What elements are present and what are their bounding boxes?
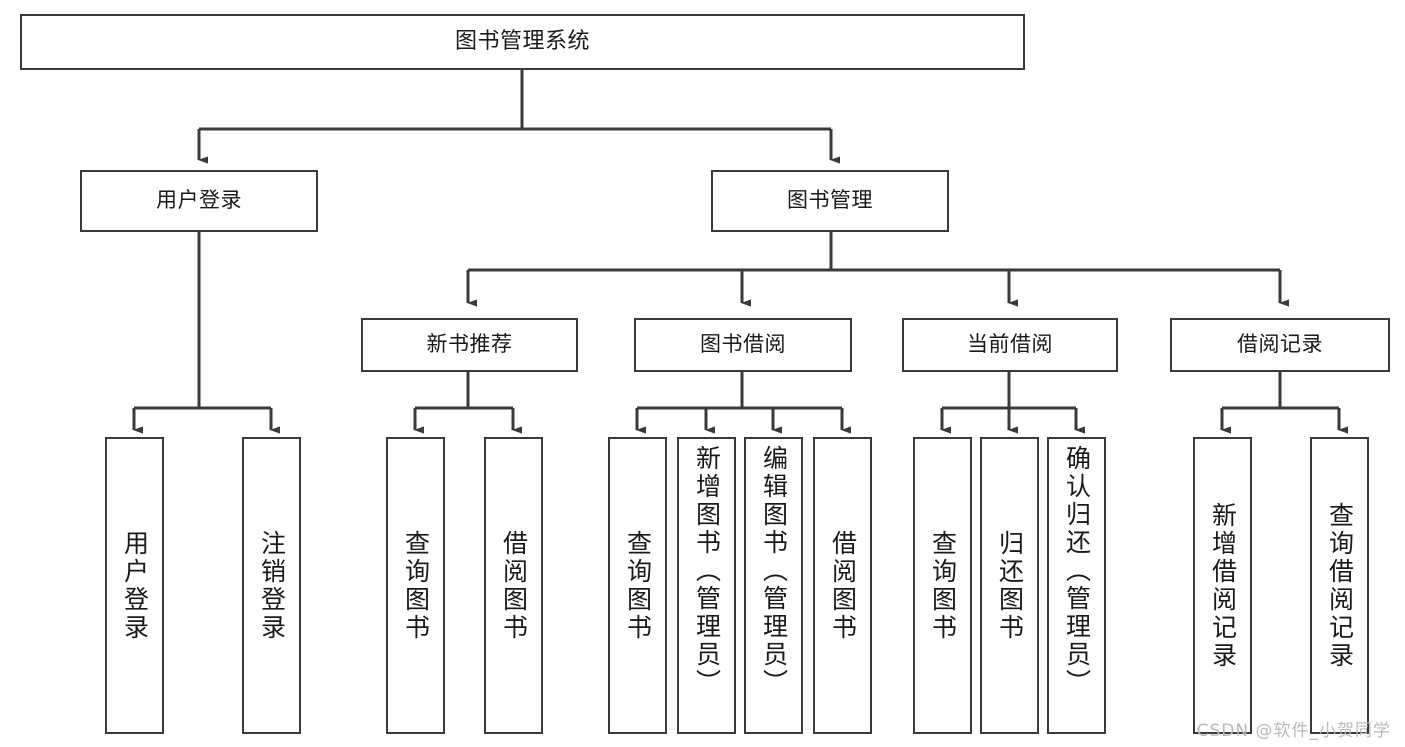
node-root-book-management-system[interactable]: 图书管理系统	[20, 14, 1025, 70]
node-book-borrow[interactable]: 图书借阅	[634, 318, 852, 372]
node-book-management[interactable]: 图书管理	[711, 170, 949, 232]
node-new-book-recommend[interactable]: 新书推荐	[361, 318, 578, 372]
leaf-borrow-book-newbook[interactable]: 借阅图书	[484, 437, 543, 734]
leaf-user-login[interactable]: 用户登录	[105, 437, 164, 734]
leaf-logout[interactable]: 注销登录	[242, 437, 301, 734]
leaf-query-borrow-record[interactable]: 查询借阅记录	[1310, 437, 1369, 734]
leaf-query-book-borrow[interactable]: 查询图书	[608, 437, 667, 734]
csdn-watermark: CSDN @软件_小贺同学	[1196, 721, 1391, 741]
node-label: 确认归还（管理员）	[1062, 445, 1092, 697]
node-label: 新书推荐	[426, 332, 513, 357]
node-label: 编辑图书（管理员）	[759, 445, 789, 697]
node-label: 新增图书（管理员）	[692, 445, 722, 697]
leaf-return-book[interactable]: 归还图书	[980, 437, 1039, 734]
node-label: 图书管理系统	[454, 28, 590, 54]
leaf-query-book-current[interactable]: 查询图书	[913, 437, 972, 734]
leaf-add-borrow-record[interactable]: 新增借阅记录	[1193, 437, 1252, 734]
node-label: 归还图书	[995, 529, 1025, 642]
node-label: 图书借阅	[700, 332, 786, 357]
node-borrow-record[interactable]: 借阅记录	[1170, 318, 1390, 372]
leaf-edit-book-admin[interactable]: 编辑图书（管理员）	[744, 437, 803, 734]
node-label: 借阅记录	[1237, 332, 1323, 357]
node-label: 查询图书	[401, 529, 431, 642]
leaf-borrow-book-borrow[interactable]: 借阅图书	[813, 437, 872, 734]
node-label: 查询图书	[928, 529, 958, 642]
node-label: 借阅图书	[499, 529, 529, 642]
leaf-confirm-return-admin[interactable]: 确认归还（管理员）	[1047, 437, 1106, 734]
node-label: 借阅图书	[828, 529, 858, 642]
node-label: 图书管理	[787, 188, 873, 213]
leaf-query-book-newbook[interactable]: 查询图书	[386, 437, 445, 734]
node-user-login[interactable]: 用户登录	[80, 170, 318, 232]
node-label: 当前借阅	[967, 332, 1053, 357]
node-label: 注销登录	[257, 529, 287, 642]
leaf-add-book-admin[interactable]: 新增图书（管理员）	[677, 437, 736, 734]
node-label: 查询图书	[623, 529, 653, 642]
node-label: 用户登录	[120, 529, 150, 642]
node-current-borrow[interactable]: 当前借阅	[902, 318, 1118, 372]
node-label: 新增借阅记录	[1208, 501, 1238, 670]
node-label: 用户登录	[156, 188, 242, 213]
node-label: 查询借阅记录	[1325, 501, 1355, 670]
